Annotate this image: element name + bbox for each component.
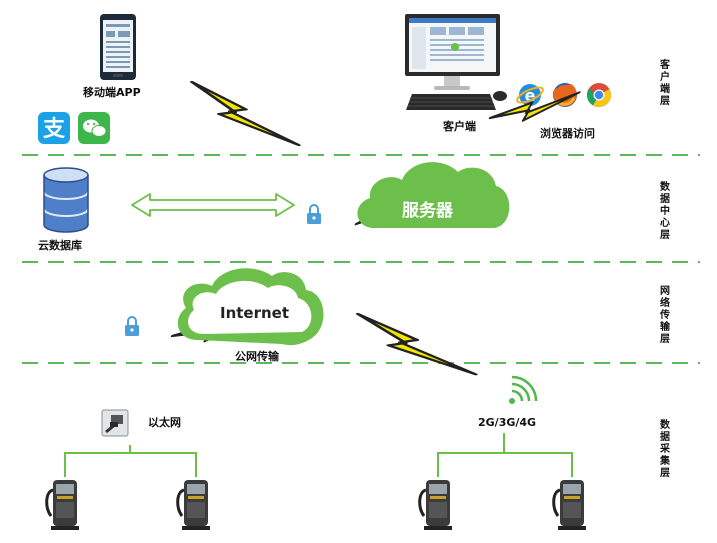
- public-network-label: 公网传输: [235, 350, 279, 363]
- lock-icon: [306, 204, 322, 225]
- charging-pile-icon: [45, 478, 81, 532]
- desktop-monitor-icon: [405, 14, 500, 90]
- browser-access-label: 浏览器访问: [540, 127, 595, 140]
- wechat-icon: [78, 112, 110, 144]
- server-cloud: [357, 162, 510, 228]
- lightning-bolt-icon: [353, 314, 481, 374]
- keyboard-icon: [406, 94, 496, 110]
- server-label: 服务器: [402, 201, 453, 221]
- router-icon: [101, 409, 129, 437]
- bidirectional-arrow: [131, 193, 295, 217]
- mouse-icon: [493, 91, 507, 101]
- wifi-signal-icon: [509, 375, 538, 404]
- layer-label-datacenter: 数据中心层: [660, 182, 670, 241]
- layer-separators: [22, 154, 700, 364]
- charging-pile-icon: [418, 478, 454, 532]
- ie-icon: e: [516, 84, 544, 106]
- cellular-label: 2G/3G/4G: [478, 416, 537, 429]
- svg-text:支: 支: [43, 117, 66, 142]
- layer-label-collection: 数据采集层: [660, 420, 670, 479]
- layer-label-client: 客户端层: [660, 60, 670, 107]
- mobile-app-label: 移动端APP: [83, 86, 141, 99]
- layer-label-network: 网络传输层: [660, 286, 670, 345]
- internet-cloud: [177, 268, 324, 346]
- svg-text:e: e: [525, 86, 536, 105]
- phone-icon: [100, 14, 136, 80]
- connector-lines: [64, 433, 573, 477]
- charging-pile-icon: [176, 478, 212, 532]
- cloud-db-label: 云数据库: [38, 239, 82, 252]
- client-label: 客户端: [443, 120, 476, 133]
- lightning-bolt-icon: [183, 80, 308, 147]
- database-icon: [43, 167, 89, 233]
- alipay-icon: 支: [38, 112, 70, 144]
- lock-icon: [124, 316, 140, 337]
- charging-pile-icon: [552, 478, 588, 532]
- chrome-icon: [586, 83, 612, 108]
- ethernet-label: 以太网: [148, 416, 181, 429]
- internet-label: Internet: [220, 304, 290, 322]
